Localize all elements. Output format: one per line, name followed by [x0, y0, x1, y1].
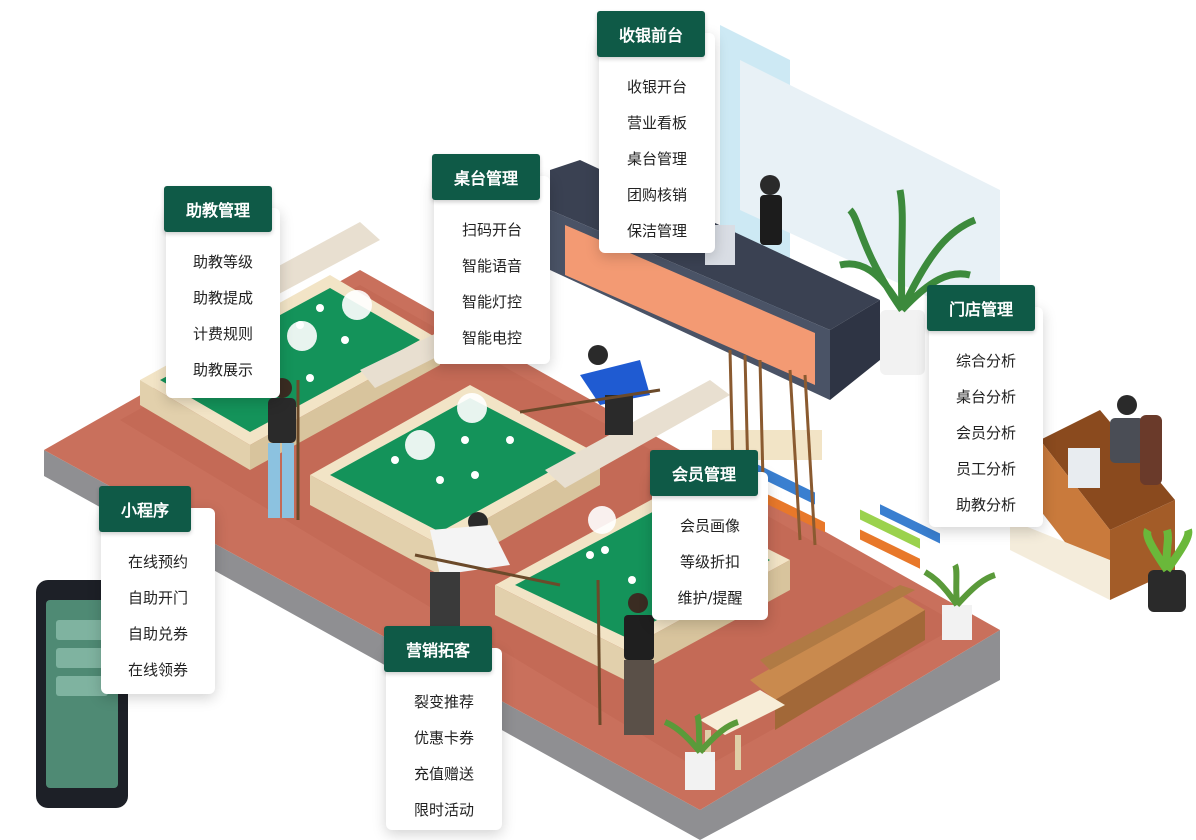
card-miniprogram: 小程序 在线预约 自助开门 自助兑券 在线领券 — [99, 486, 215, 694]
card-cashier-title: 收银前台 — [597, 11, 706, 57]
plant-small-2 — [663, 713, 739, 790]
player-standing-left — [268, 378, 300, 520]
member-item[interactable]: 维护/提醒 — [677, 589, 743, 607]
marketing-item[interactable]: 限时活动 — [413, 801, 474, 819]
card-coach-title: 助教管理 — [164, 186, 273, 232]
marketing-item[interactable]: 裂变推荐 — [413, 693, 474, 711]
sofa — [750, 585, 925, 730]
card-store-title: 门店管理 — [927, 285, 1036, 331]
cashier-item[interactable]: 保洁管理 — [626, 222, 687, 240]
store-item[interactable]: 员工分析 — [955, 460, 1016, 478]
plant-desk — [1143, 527, 1193, 612]
member-item[interactable]: 等级折扣 — [679, 553, 740, 571]
cashier-item[interactable]: 营业看板 — [626, 114, 687, 132]
side-table — [700, 690, 785, 770]
marketing-item[interactable]: 充值赠送 — [413, 765, 474, 783]
miniprogram-item[interactable]: 在线领券 — [127, 661, 188, 679]
card-table-title: 桌台管理 — [432, 154, 541, 200]
store-item[interactable]: 桌台分析 — [955, 388, 1016, 406]
cashier-item[interactable]: 收银开台 — [626, 78, 687, 96]
cashier-item[interactable]: 团购核销 — [626, 186, 687, 204]
coach-item[interactable]: 助教提成 — [192, 289, 253, 307]
card-table: 桌台管理 扫码开台 智能语音 智能灯控 智能电控 — [432, 154, 550, 364]
table-item[interactable]: 智能电控 — [461, 329, 522, 347]
table-item[interactable]: 智能语音 — [461, 257, 522, 275]
marketing-item[interactable]: 优惠卡券 — [413, 729, 474, 747]
table-item[interactable]: 智能灯控 — [461, 293, 522, 311]
cashier-item[interactable]: 桌台管理 — [626, 150, 687, 168]
coach-item[interactable]: 助教展示 — [192, 361, 253, 379]
player-white-shirt — [414, 512, 561, 632]
plant-large — [839, 189, 977, 375]
store-item[interactable]: 综合分析 — [955, 352, 1016, 370]
card-marketing-title: 营销拓客 — [384, 626, 493, 672]
miniprogram-item[interactable]: 自助兑券 — [127, 625, 188, 643]
store-item[interactable]: 助教分析 — [955, 496, 1016, 514]
player-blue-shirt — [519, 345, 661, 435]
coach-item[interactable]: 助教等级 — [192, 253, 253, 271]
card-cashier: 收银前台 收银开台 营业看板 桌台管理 团购核销 保洁管理 — [597, 11, 715, 253]
card-marketing: 营销拓客 裂变推荐 优惠卡券 充值赠送 限时活动 — [384, 626, 502, 830]
member-item[interactable]: 会员画像 — [679, 517, 740, 535]
card-store: 门店管理 综合分析 桌台分析 会员分析 员工分析 助教分析 — [927, 285, 1043, 527]
miniprogram-item[interactable]: 自助开门 — [127, 589, 188, 607]
miniprogram-item[interactable]: 在线预约 — [127, 553, 188, 571]
table-item[interactable]: 扫码开台 — [461, 221, 522, 239]
plant-small-1 — [923, 563, 996, 640]
card-member-title: 会员管理 — [650, 450, 759, 496]
coach-item[interactable]: 计费规则 — [192, 325, 253, 343]
player-vest — [596, 579, 654, 735]
manager-desk — [1010, 395, 1175, 600]
card-member: 会员管理 会员画像 等级折扣 维护/提醒 — [650, 450, 768, 620]
store-item[interactable]: 会员分析 — [955, 424, 1016, 442]
card-coach: 助教管理 助教等级 助教提成 计费规则 助教展示 — [164, 186, 280, 398]
card-miniprogram-title: 小程序 — [99, 486, 192, 532]
